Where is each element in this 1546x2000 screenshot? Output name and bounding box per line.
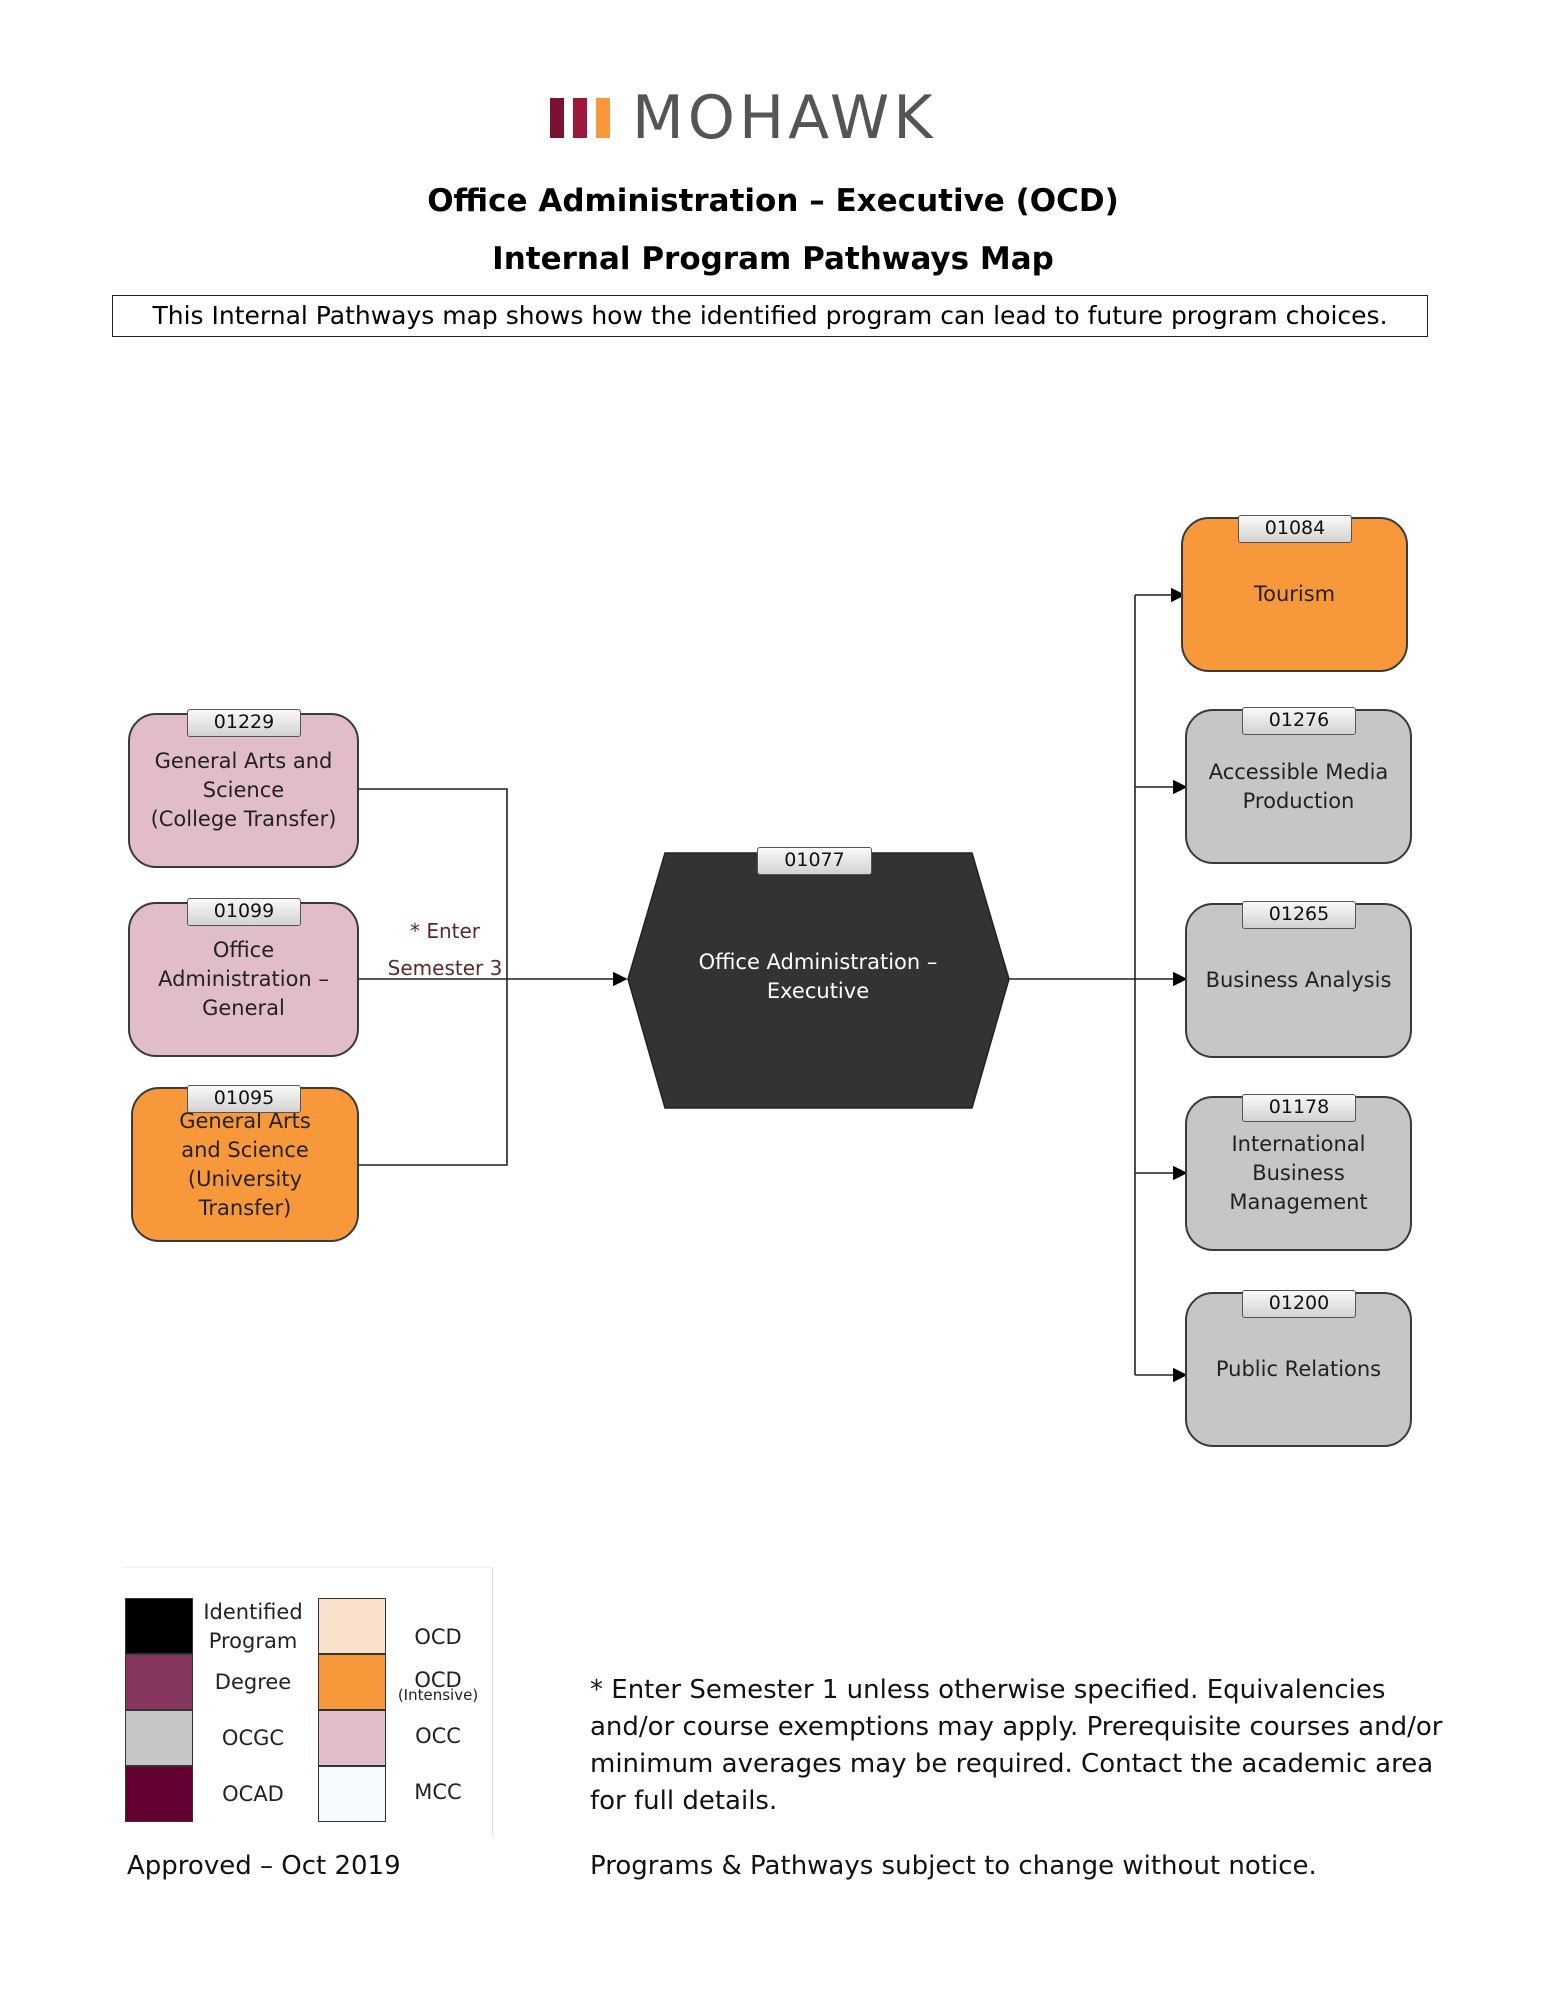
legend-swatch-ocad	[125, 1766, 193, 1822]
legend-swatch-ocd-intensive	[318, 1598, 386, 1654]
logo-bar-3	[596, 98, 610, 138]
logo-bar-2	[573, 98, 587, 138]
program-label: General Arts and Science (College Transf…	[150, 749, 337, 831]
program-label: International Business Management	[1229, 1132, 1368, 1214]
legend-swatch-ocgc	[125, 1710, 193, 1766]
program-code-01095: 01095	[187, 1085, 301, 1113]
intro-box: This Internal Pathways map shows how the…	[112, 295, 1428, 337]
legend-swatch-mcc	[318, 1766, 386, 1822]
legend-swatch-degree	[125, 1654, 193, 1710]
program-code-01084: 01084	[1238, 515, 1352, 543]
logo-bars-icon	[550, 98, 620, 138]
pathways-diagram: General Arts and Science (College Transf…	[127, 510, 1416, 1447]
color-legend: Identified Program Degree OCGC OCAD OCD …	[122, 1567, 493, 1838]
page-title: Office Administration – Executive (OCD)	[427, 183, 1119, 219]
program-code-01200: 01200	[1242, 1290, 1356, 1318]
program-label: Business Analysis	[1205, 968, 1392, 992]
program-label: Tourism	[1253, 582, 1336, 606]
program-code-01099: 01099	[187, 898, 301, 926]
approval-date: Approved – Oct 2019	[127, 1851, 401, 1881]
program-label: Public Relations	[1215, 1357, 1382, 1381]
identified-program-label: Office Administration – Executive	[698, 950, 938, 1003]
disclaimer-note: * Enter Semester 1 unless otherwise spec…	[590, 1675, 1443, 1816]
legend-swatch-occ	[318, 1710, 386, 1766]
program-code-01229: 01229	[187, 709, 301, 737]
program-label: Office Administration – General	[158, 938, 329, 1020]
legend-label-identified: Identified Program	[203, 1600, 303, 1653]
program-label: General Arts and Science (University Tra…	[179, 1108, 311, 1220]
legend-label-occ: OCC	[415, 1724, 461, 1748]
program-node-01099[interactable]: Office Administration – General	[128, 902, 359, 1057]
logo-wordmark: MOHAWK	[632, 83, 937, 153]
legend-label-ocad: OCAD	[222, 1782, 284, 1806]
legend-label-degree: Degree	[214, 1670, 292, 1694]
change-notice: Programs & Pathways subject to change wi…	[590, 1851, 1317, 1881]
connector-lines	[359, 587, 1188, 1383]
legend-swatch-ocd	[318, 1654, 386, 1710]
program-code-01178: 01178	[1242, 1094, 1356, 1122]
legend-swatch-identified	[125, 1598, 193, 1654]
mohawk-logo: MOHAWK	[550, 83, 990, 153]
legend-label-ocd: OCD	[414, 1668, 462, 1692]
program-code-01276: 01276	[1242, 707, 1356, 735]
page-subtitle: Internal Program Pathways Map	[492, 241, 1054, 277]
legend-label-mcc: MCC	[414, 1780, 462, 1804]
legend-label-ocd-intensive-sub: (Intensive)	[397, 1686, 479, 1704]
program-code-01077: 01077	[757, 847, 872, 875]
input-connector	[359, 788, 508, 1166]
legend-label-ocd-intensive-main: OCD	[414, 1625, 462, 1649]
logo-bar-1	[550, 98, 564, 138]
entry-semester-note: * Enter Semester 3	[387, 919, 503, 980]
program-code-01265: 01265	[1242, 901, 1356, 929]
legend-label-ocd-intensive: OCD (Intensive)	[388, 1594, 488, 1739]
legend-label-ocgc: OCGC	[221, 1726, 285, 1750]
identified-program-hexagon	[627, 852, 1010, 1109]
program-label: Accessible Media Production	[1208, 759, 1389, 813]
